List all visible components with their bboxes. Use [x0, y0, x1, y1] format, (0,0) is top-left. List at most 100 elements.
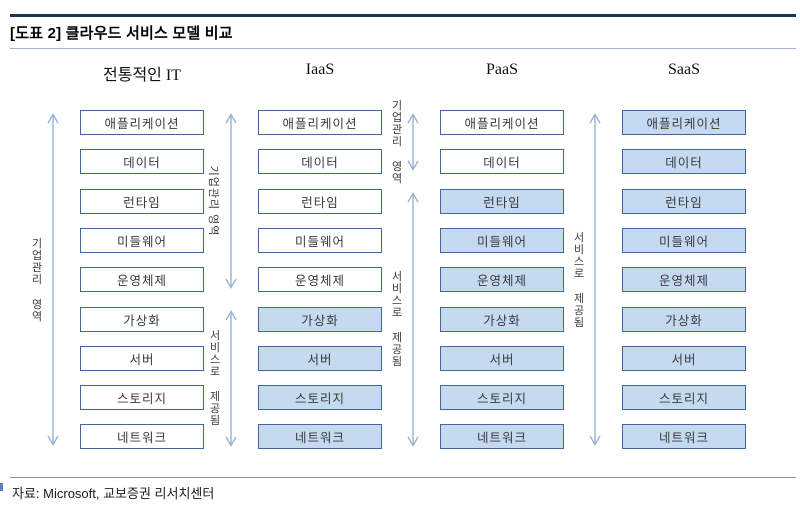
layer-box-saas-7: 스토리지 — [622, 385, 746, 411]
scope-arrow-label: 기업관리 영역 — [207, 165, 219, 237]
layer-box-saas-2: 런타임 — [622, 188, 746, 214]
layer-box-label: 네트워크 — [116, 431, 167, 446]
layer-box-label: 서버 — [489, 352, 515, 367]
layer-box-traditional-it-4: 운영체제 — [80, 267, 204, 293]
layer-box-label: 가상화 — [483, 313, 521, 328]
layer-box-label: 미들웨어 — [116, 234, 167, 249]
layer-box-label: 데이터 — [123, 156, 161, 171]
scope-arrow — [406, 191, 420, 447]
layer-box-traditional-it-3: 미들웨어 — [80, 227, 204, 253]
layer-box-label: 네트워크 — [294, 431, 345, 446]
layer-box-label: 네트워크 — [658, 431, 709, 446]
layer-box-label: 서버 — [671, 352, 697, 367]
layer-box-iaas-5: 가상화 — [258, 306, 382, 332]
layer-box-saas-8: 네트워크 — [622, 424, 746, 450]
layer-box-traditional-it-5: 가상화 — [80, 306, 204, 332]
layer-box-traditional-it-6: 서버 — [80, 345, 204, 371]
layer-box-label: 애플리케이션 — [464, 117, 540, 131]
layer-box-label: 스토리지 — [294, 392, 345, 407]
title-underline-rule — [10, 48, 796, 49]
scope-arrow-label: 서비스로 제공됨 — [208, 329, 220, 427]
layer-box-label: 스토리지 — [116, 392, 167, 407]
layer-box-paas-2: 런타임 — [440, 188, 564, 214]
column-header-traditional-it: 전통적인 IT — [103, 67, 181, 84]
layer-box-saas-6: 서버 — [622, 345, 746, 371]
layer-box-traditional-it-0: 애플리케이션 — [80, 110, 204, 135]
layer-box-iaas-2: 런타임 — [258, 188, 382, 214]
layer-box-iaas-4: 운영체제 — [258, 267, 382, 293]
layer-box-label: 운영체제 — [116, 274, 167, 289]
figure-title: [도표 2] 클라우드 서비스 모델 비교 — [10, 25, 233, 42]
scope-arrow — [224, 309, 238, 447]
double-headed-arrow-icon — [47, 113, 59, 446]
layer-box-saas-4: 운영체제 — [622, 267, 746, 293]
layer-box-saas-3: 미들웨어 — [622, 227, 746, 253]
footer-rule — [10, 477, 796, 478]
layer-box-label: 데이터 — [301, 156, 339, 171]
source-note: 자료: Microsoft, 교보증권 리서치센터 — [12, 486, 215, 501]
layer-box-label: 운영체제 — [658, 274, 709, 289]
layer-box-iaas-7: 스토리지 — [258, 385, 382, 411]
layer-box-label: 런타임 — [665, 195, 703, 210]
layer-box-label: 미들웨어 — [294, 234, 345, 249]
layer-box-saas-0: 애플리케이션 — [622, 110, 746, 135]
layer-box-traditional-it-7: 스토리지 — [80, 385, 204, 411]
layer-box-label: 가상화 — [665, 313, 703, 328]
layer-box-label: 애플리케이션 — [646, 117, 722, 131]
double-headed-arrow-icon — [407, 191, 419, 447]
scope-arrow — [588, 113, 602, 446]
layer-box-paas-0: 애플리케이션 — [440, 110, 564, 135]
scope-arrow — [46, 113, 60, 446]
layer-box-saas-1: 데이터 — [622, 149, 746, 175]
double-headed-arrow-icon — [225, 309, 237, 447]
layer-box-label: 런타임 — [483, 195, 521, 210]
layer-box-paas-8: 네트워크 — [440, 424, 564, 450]
layer-box-label: 데이터 — [483, 156, 521, 171]
layer-box-label: 운영체제 — [476, 274, 527, 289]
layer-box-iaas-0: 애플리케이션 — [258, 110, 382, 135]
layer-box-paas-6: 서버 — [440, 345, 564, 371]
scope-arrow — [224, 113, 238, 289]
layer-box-traditional-it-1: 데이터 — [80, 149, 204, 175]
page-edge-mark — [0, 483, 3, 491]
scope-arrow-label: 기업관리 영역 — [390, 99, 402, 185]
column-header-paas: PaaS — [486, 61, 518, 78]
layer-box-iaas-1: 데이터 — [258, 149, 382, 175]
layer-box-label: 운영체제 — [294, 274, 345, 289]
layer-box-label: 서버 — [307, 352, 333, 367]
double-headed-arrow-icon — [407, 113, 419, 171]
layer-box-label: 스토리지 — [476, 392, 527, 407]
scope-arrow-label: 서비스로 제공됨 — [390, 270, 402, 368]
layer-box-label: 애플리케이션 — [282, 117, 358, 131]
layer-box-iaas-8: 네트워크 — [258, 424, 382, 450]
layer-box-traditional-it-2: 런타임 — [80, 188, 204, 214]
layer-box-label: 스토리지 — [658, 392, 709, 407]
layer-box-iaas-6: 서버 — [258, 345, 382, 371]
layer-box-paas-7: 스토리지 — [440, 385, 564, 411]
double-headed-arrow-icon — [225, 113, 237, 289]
layer-box-paas-5: 가상화 — [440, 306, 564, 332]
double-headed-arrow-icon — [589, 113, 601, 446]
column-header-iaas: IaaS — [305, 61, 335, 78]
layer-box-label: 데이터 — [665, 156, 703, 171]
layer-box-label: 가상화 — [123, 313, 161, 328]
layer-box-paas-3: 미들웨어 — [440, 227, 564, 253]
layer-box-iaas-3: 미들웨어 — [258, 227, 382, 253]
scope-arrow-label: 기업관리 영역 — [30, 237, 42, 323]
layer-box-label: 런타임 — [123, 195, 161, 210]
layer-box-label: 미들웨어 — [658, 234, 709, 249]
column-header-saas: SaaS — [668, 61, 700, 78]
layer-box-label: 애플리케이션 — [104, 117, 180, 131]
layer-box-label: 서버 — [129, 352, 155, 367]
top-accent-rule — [10, 14, 796, 17]
scope-arrow — [406, 113, 420, 171]
layer-box-label: 미들웨어 — [476, 234, 527, 249]
layer-box-saas-5: 가상화 — [622, 306, 746, 332]
layer-box-paas-1: 데이터 — [440, 149, 564, 175]
layer-box-traditional-it-8: 네트워크 — [80, 424, 204, 450]
layer-box-label: 네트워크 — [476, 431, 527, 446]
layer-box-label: 런타임 — [301, 195, 339, 210]
scope-arrow-label: 서비스로 제공됨 — [572, 231, 584, 329]
